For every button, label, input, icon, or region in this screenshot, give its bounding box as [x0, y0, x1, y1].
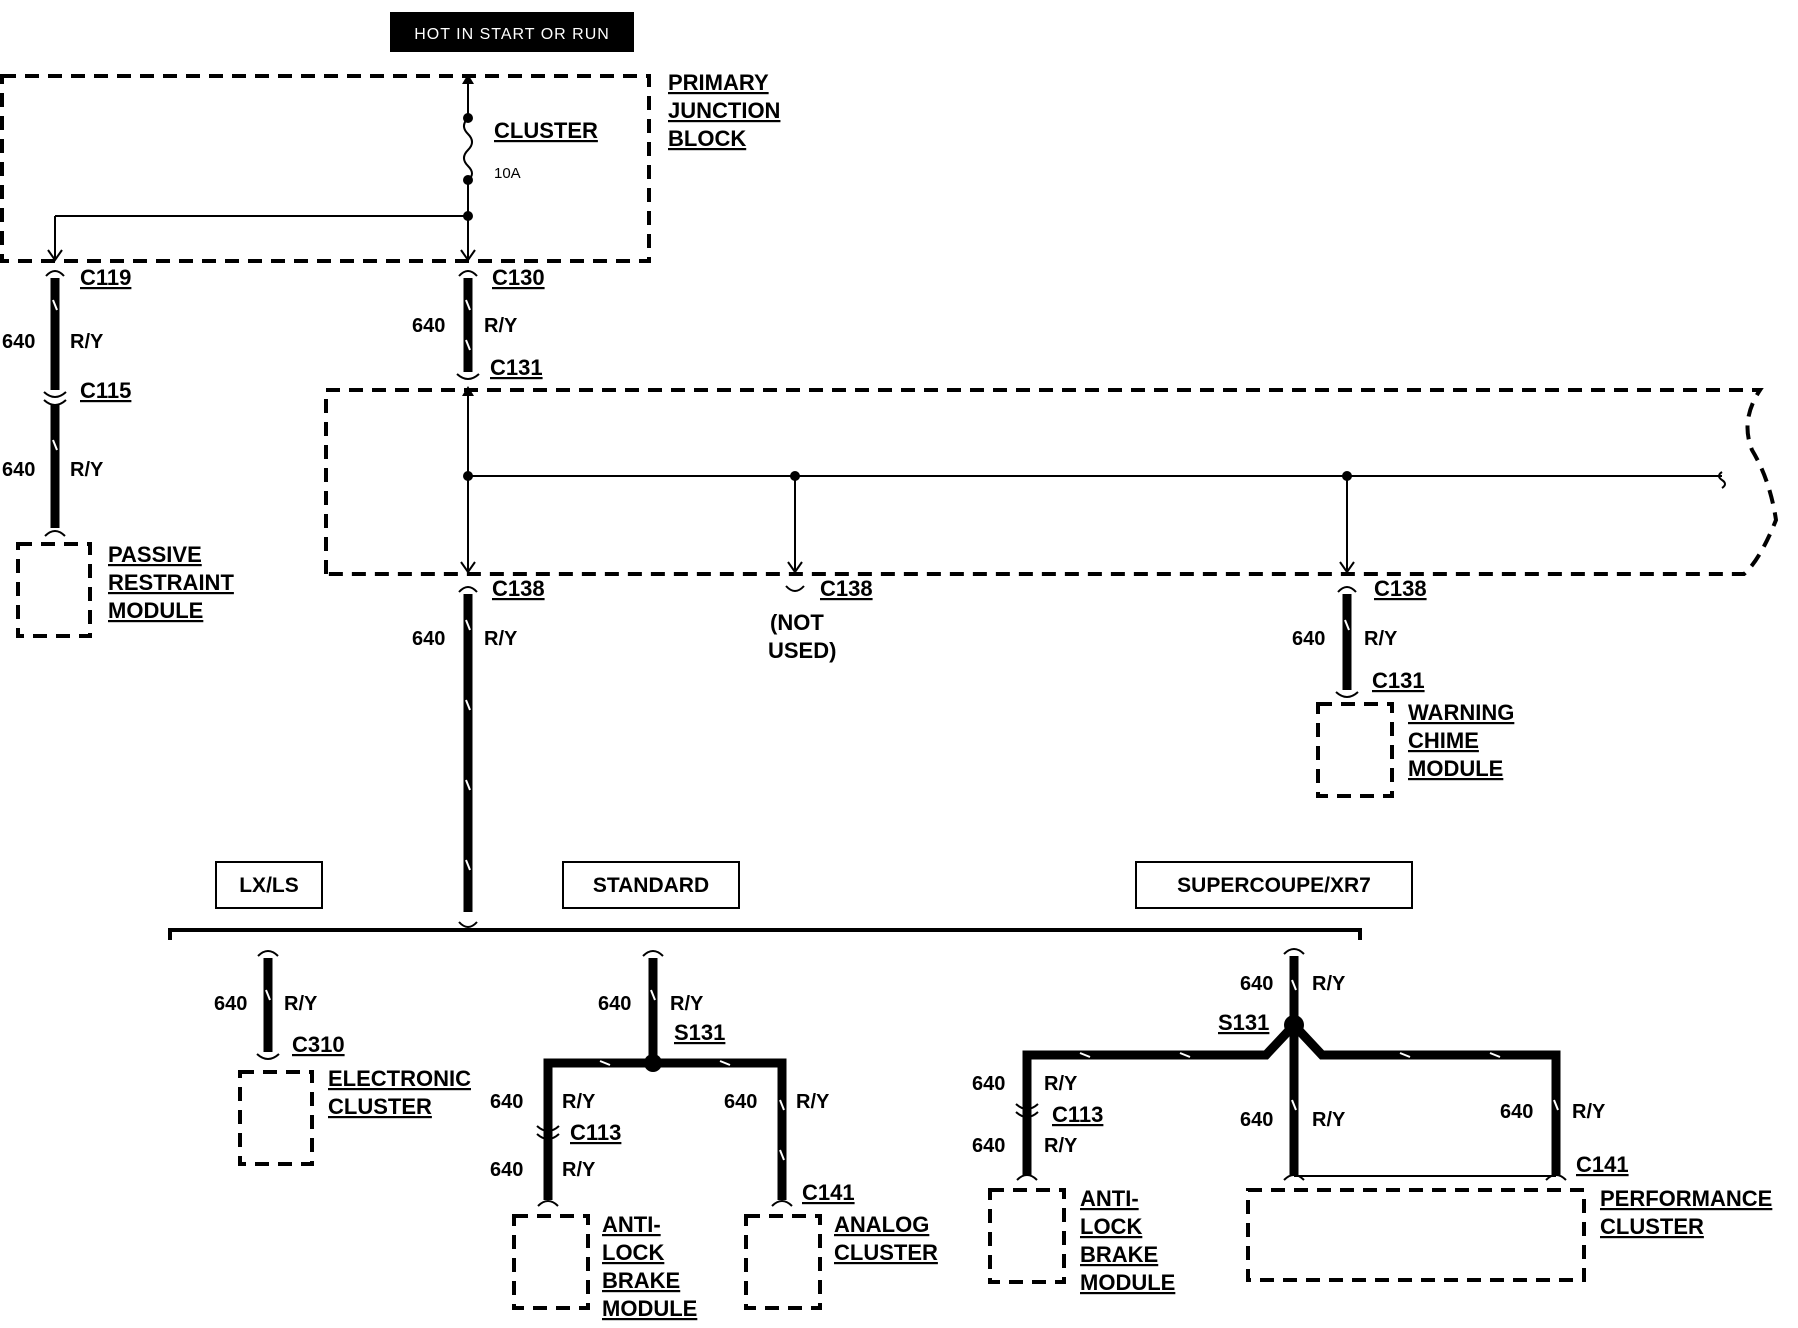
wire-color-11: R/Y [1312, 973, 1346, 995]
instrument-panel-block [324, 388, 1779, 576]
wire-color-1: R/Y [70, 331, 104, 353]
wire-color-12: R/Y [1044, 1073, 1078, 1095]
ec-line1: ELECTRONIC [328, 1066, 471, 1091]
wire-circuit-9: 640 [490, 1159, 523, 1181]
wire-color-4: R/Y [1364, 628, 1398, 650]
abs-module-standard [512, 1214, 590, 1310]
power-header-box [390, 12, 634, 52]
wire-color-13: R/Y [1044, 1135, 1078, 1157]
wire-circuit-8: 640 [490, 1091, 523, 1113]
wcm-line2: CHIME [1408, 728, 1479, 753]
performance-cluster-module [1246, 1188, 1586, 1282]
conn-c115: C115 [80, 378, 131, 403]
pjb-title-line1: PRIMARY [668, 70, 769, 95]
wire-circuit-15: 640 [1500, 1101, 1533, 1123]
abs-std-line3: BRAKE [602, 1268, 680, 1293]
conn-c113-sc: C113 [1052, 1102, 1103, 1127]
variant-lx-ls-box [215, 861, 323, 909]
wire-color-10: R/Y [796, 1091, 830, 1113]
wire-color-8: R/Y [562, 1091, 596, 1113]
wire-circuit-6: 640 [214, 993, 247, 1015]
wire-circuit-2: 640 [2, 459, 35, 481]
conn-c131-top: C131 [490, 355, 543, 380]
wire-color-5: R/Y [484, 628, 518, 650]
ec-line2: CLUSTER [328, 1094, 432, 1119]
not-used-line1: (NOT [770, 610, 824, 635]
abs-std-line1: ANTI- [602, 1212, 661, 1237]
wire-circuit-14: 640 [1240, 1109, 1273, 1131]
pjb-title-line2: JUNCTION [668, 98, 780, 123]
pc-line1: PERFORMANCE [1600, 1186, 1772, 1211]
conn-c113-std: C113 [570, 1120, 621, 1145]
ac-line2: CLUSTER [834, 1240, 938, 1265]
conn-c130: C130 [492, 265, 545, 290]
abs-sc-line1: ANTI- [1080, 1186, 1139, 1211]
ac-line1: ANALOG [834, 1212, 929, 1237]
splice-s131-std: S131 [674, 1020, 725, 1045]
wire-color-7: R/Y [670, 993, 704, 1015]
prm-line3: MODULE [108, 598, 203, 623]
variant-standard-box [562, 861, 740, 909]
wire-color-2: R/Y [70, 459, 104, 481]
prm-line2: RESTRAINT [108, 570, 234, 595]
abs-module-supercoupe [988, 1188, 1066, 1284]
abs-std-line2: LOCK [602, 1240, 664, 1265]
fuse-rating: 10A [494, 165, 521, 182]
wire-circuit-13: 640 [972, 1135, 1005, 1157]
wcm-line1: WARNING [1408, 700, 1514, 725]
abs-sc-line4: MODULE [1080, 1270, 1175, 1295]
variant-bus [168, 928, 1362, 940]
pjb-title-line3: BLOCK [668, 126, 746, 151]
passive-restraint-module [16, 542, 92, 638]
conn-c138-unused: C138 [820, 576, 873, 601]
wire-color-6: R/Y [284, 993, 318, 1015]
wcm-line3: MODULE [1408, 756, 1503, 781]
wire-circuit-5: 640 [412, 628, 445, 650]
wire-circuit-11: 640 [1240, 973, 1273, 995]
conn-c119: C119 [80, 265, 131, 290]
variant-standard: STANDARD [593, 874, 709, 897]
conn-c131-chime: C131 [1372, 668, 1425, 693]
abs-std-line4: MODULE [602, 1296, 697, 1321]
wire-color-9: R/Y [562, 1159, 596, 1181]
wire-circuit-4: 640 [1292, 628, 1325, 650]
power-header-label: HOT IN START OR RUN [414, 26, 610, 43]
wire-circuit-12: 640 [972, 1073, 1005, 1095]
wire-color-15: R/Y [1572, 1101, 1606, 1123]
pc-line2: CLUSTER [1600, 1214, 1704, 1239]
conn-c310: C310 [292, 1032, 345, 1057]
conn-c141-std: C141 [802, 1180, 855, 1205]
wire-color-14: R/Y [1312, 1109, 1346, 1131]
abs-sc-line2: LOCK [1080, 1214, 1142, 1239]
wire-circuit-7: 640 [598, 993, 631, 1015]
warning-chime-module [1316, 702, 1394, 798]
variant-supercoupe-box [1135, 861, 1413, 909]
variant-supercoupe: SUPERCOUPE/XR7 [1177, 874, 1371, 897]
splice-s131-sc: S131 [1218, 1010, 1269, 1035]
electronic-cluster-module [238, 1070, 314, 1166]
wire-color-3: R/Y [484, 315, 518, 337]
analog-cluster-module [744, 1214, 822, 1310]
not-used-line2: USED) [768, 638, 836, 663]
primary-junction-block [0, 74, 651, 263]
fuse-name: CLUSTER [494, 118, 598, 143]
conn-c141-sc: C141 [1576, 1152, 1629, 1177]
abs-sc-line3: BRAKE [1080, 1242, 1158, 1267]
conn-c138-chime: C138 [1374, 576, 1427, 601]
wire-circuit-1: 640 [2, 331, 35, 353]
conn-c138-main: C138 [492, 576, 545, 601]
variant-lx-ls: LX/LS [239, 874, 299, 897]
wire-circuit-3: 640 [412, 315, 445, 337]
wire-circuit-10: 640 [724, 1091, 757, 1113]
fuse-icon [463, 117, 473, 181]
prm-line1: PASSIVE [108, 542, 202, 567]
